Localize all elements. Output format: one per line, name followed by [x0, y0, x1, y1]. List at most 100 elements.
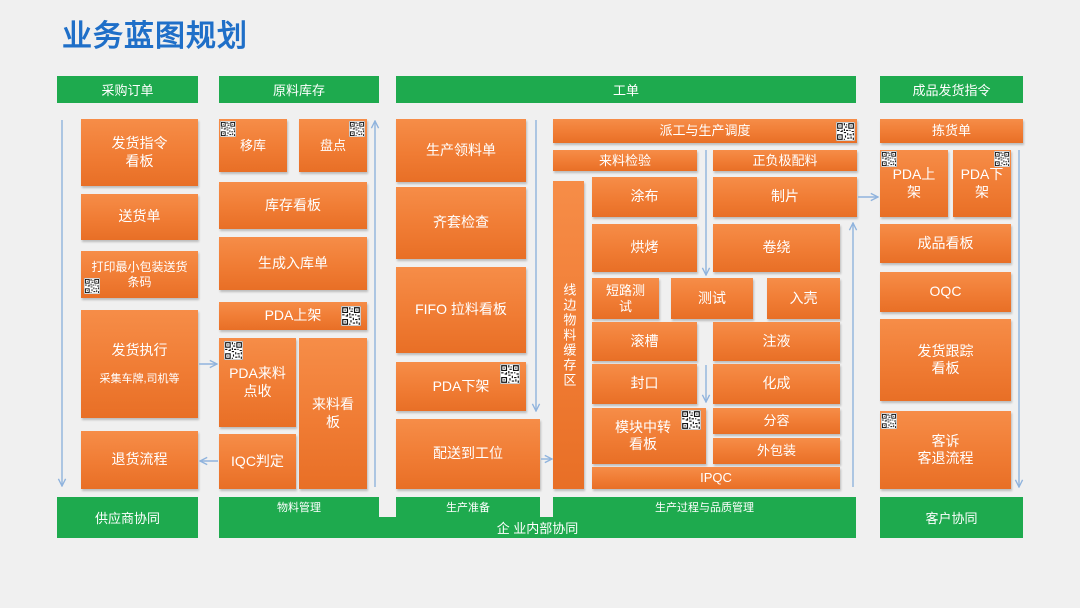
test-label: 测试	[698, 289, 726, 306]
box-generate-receipt: 生成入库单	[219, 237, 367, 290]
header-purchase-order: 采购订单	[57, 76, 198, 103]
stocktake-label: 盘点	[319, 137, 346, 153]
qr-code-icon	[680, 409, 702, 431]
box-pda-putaway: PDA上架	[219, 302, 367, 330]
header-work-order: 工单	[396, 76, 856, 103]
box-line-side-buffer: 线边物料缓存区	[553, 181, 584, 489]
box-shipment-tracking-board: 发货跟踪 看板	[880, 319, 1011, 401]
box-grooving: 滚槽	[592, 322, 697, 361]
baking-label: 烘烤	[630, 239, 659, 256]
box-fg-pda-picking: PDA下 架	[953, 150, 1011, 217]
sheet-making-label: 制片	[771, 188, 799, 205]
box-module-transfer-board: 模块中转 看板	[592, 408, 706, 464]
short-circuit-test-label: 短路测 试	[605, 282, 645, 314]
shipment-tracking-board-label: 发货跟踪 看板	[917, 342, 974, 376]
electrolyte-filling-label: 注液	[762, 332, 791, 349]
box-transfer: 移库	[219, 119, 287, 172]
box-grading: 分容	[713, 408, 840, 434]
box-formation: 化成	[713, 364, 840, 404]
pda-picking-label: PDA下架	[432, 377, 490, 394]
box-inventory-board: 库存看板	[219, 182, 367, 229]
shipping-instruction-board-label: 发货指令 看板	[111, 135, 168, 169]
box-ipqc: IPQC	[592, 467, 840, 489]
winding-label: 卷绕	[762, 239, 791, 256]
box-iqc-judgment: IQC判定	[219, 434, 296, 489]
pda-putaway-label: PDA上架	[264, 307, 322, 324]
material-requisition-label: 生产领料单	[426, 141, 496, 158]
footer-customer-collaboration: 客户协同	[880, 497, 1023, 538]
qr-code-icon	[83, 277, 101, 295]
fg-pda-picking-label: PDA下 架	[960, 166, 1004, 200]
box-casing: 入壳	[767, 278, 840, 319]
box-winding: 卷绕	[713, 224, 840, 272]
box-incoming-inspection: 来料检验	[553, 150, 697, 171]
qr-code-graphic	[83, 277, 101, 295]
picking-list-label: 拣货单	[931, 123, 971, 139]
incoming-inspection-label: 来料检验	[598, 152, 651, 168]
qr-code-graphic	[223, 340, 244, 361]
box-kit-check: 齐套检查	[396, 187, 526, 259]
pda-receiving-label: PDA来料 点收	[229, 365, 286, 399]
qr-code-icon	[499, 363, 521, 385]
inventory-board-label: 库存看板	[265, 196, 321, 213]
electrode-batching-label: 正负极配料	[752, 152, 818, 168]
print-barcode-label: 打印最小包装送货 条码	[91, 259, 188, 289]
box-oqc: OQC	[880, 272, 1011, 312]
incoming-board-label: 来料看 板	[312, 396, 354, 430]
box-dispatch-scheduling: 派工与生产调度	[553, 119, 857, 143]
box-electrode-batching: 正负极配料	[713, 150, 857, 171]
grading-label: 分容	[763, 413, 790, 429]
qr-code-icon	[880, 150, 898, 168]
fifo-pull-board-label: FIFO 拉料看板	[415, 301, 507, 318]
fg-pda-putaway-label: PDA上 架	[892, 166, 936, 200]
box-pda-receiving: PDA来料 点收	[219, 338, 296, 427]
qr-code-icon	[340, 305, 362, 327]
qr-code-graphic	[880, 412, 898, 430]
qr-code-icon	[993, 150, 1011, 168]
box-baking: 烘烤	[592, 224, 697, 272]
qr-code-icon	[880, 412, 898, 430]
footer-process-quality-management: 生产过程与品质管理	[553, 497, 856, 517]
footer-supplier-collaboration: 供应商协同	[57, 497, 198, 538]
qr-code-graphic	[348, 120, 366, 138]
box-sheet-making: 制片	[713, 177, 857, 217]
header-raw-material-stock: 原料库存	[219, 76, 379, 103]
line-side-buffer-label: 线边物料缓存区	[561, 282, 577, 388]
qr-code-graphic	[680, 409, 702, 431]
box-pda-picking: PDA下架	[396, 362, 526, 411]
deliver-to-station-label: 配送到工位	[433, 445, 503, 462]
oqc-label: OQC	[929, 283, 962, 300]
box-deliver-to-station: 配送到工位	[396, 419, 540, 489]
box-finished-goods-board: 成品看板	[880, 224, 1011, 263]
outer-packaging-label: 外包装	[756, 443, 796, 459]
box-shipping-instruction-board: 发货指令 看板	[81, 119, 198, 186]
box-print-barcode: 打印最小包装送货 条码	[81, 251, 198, 298]
box-sealing: 封口	[592, 364, 697, 404]
customer-complaint-label: 客诉 客退流程	[917, 432, 974, 466]
qr-code-graphic	[880, 150, 898, 168]
qr-code-icon	[835, 121, 856, 142]
box-customer-complaint: 客诉 客退流程	[880, 411, 1011, 489]
kit-check-label: 齐套检查	[433, 214, 489, 231]
grooving-label: 滚槽	[630, 332, 659, 349]
box-picking-list: 拣货单	[880, 119, 1023, 143]
page-title: 业务蓝图规划	[62, 20, 248, 53]
footer-material-management: 物料管理	[219, 497, 379, 517]
casing-label: 入壳	[789, 289, 818, 306]
finished-goods-board-label: 成品看板	[917, 234, 974, 251]
box-electrolyte-filling: 注液	[713, 322, 840, 361]
qr-code-graphic	[499, 363, 521, 385]
qr-code-icon	[219, 120, 237, 138]
box-fg-pda-putaway: PDA上 架	[880, 150, 948, 217]
qr-code-graphic	[340, 305, 362, 327]
box-test: 测试	[671, 278, 753, 319]
box-return-process: 退货流程	[81, 431, 198, 489]
qr-code-graphic	[219, 120, 237, 138]
coating-label: 涂布	[630, 188, 659, 205]
sealing-label: 封口	[630, 375, 659, 392]
qr-code-graphic	[835, 121, 856, 142]
box-material-requisition: 生产领料单	[396, 119, 526, 182]
box-short-circuit-test: 短路测 试	[592, 278, 659, 319]
box-delivery-note: 送货单	[81, 194, 198, 240]
header-finished-goods-shipping: 成品发货指令	[880, 76, 1023, 103]
